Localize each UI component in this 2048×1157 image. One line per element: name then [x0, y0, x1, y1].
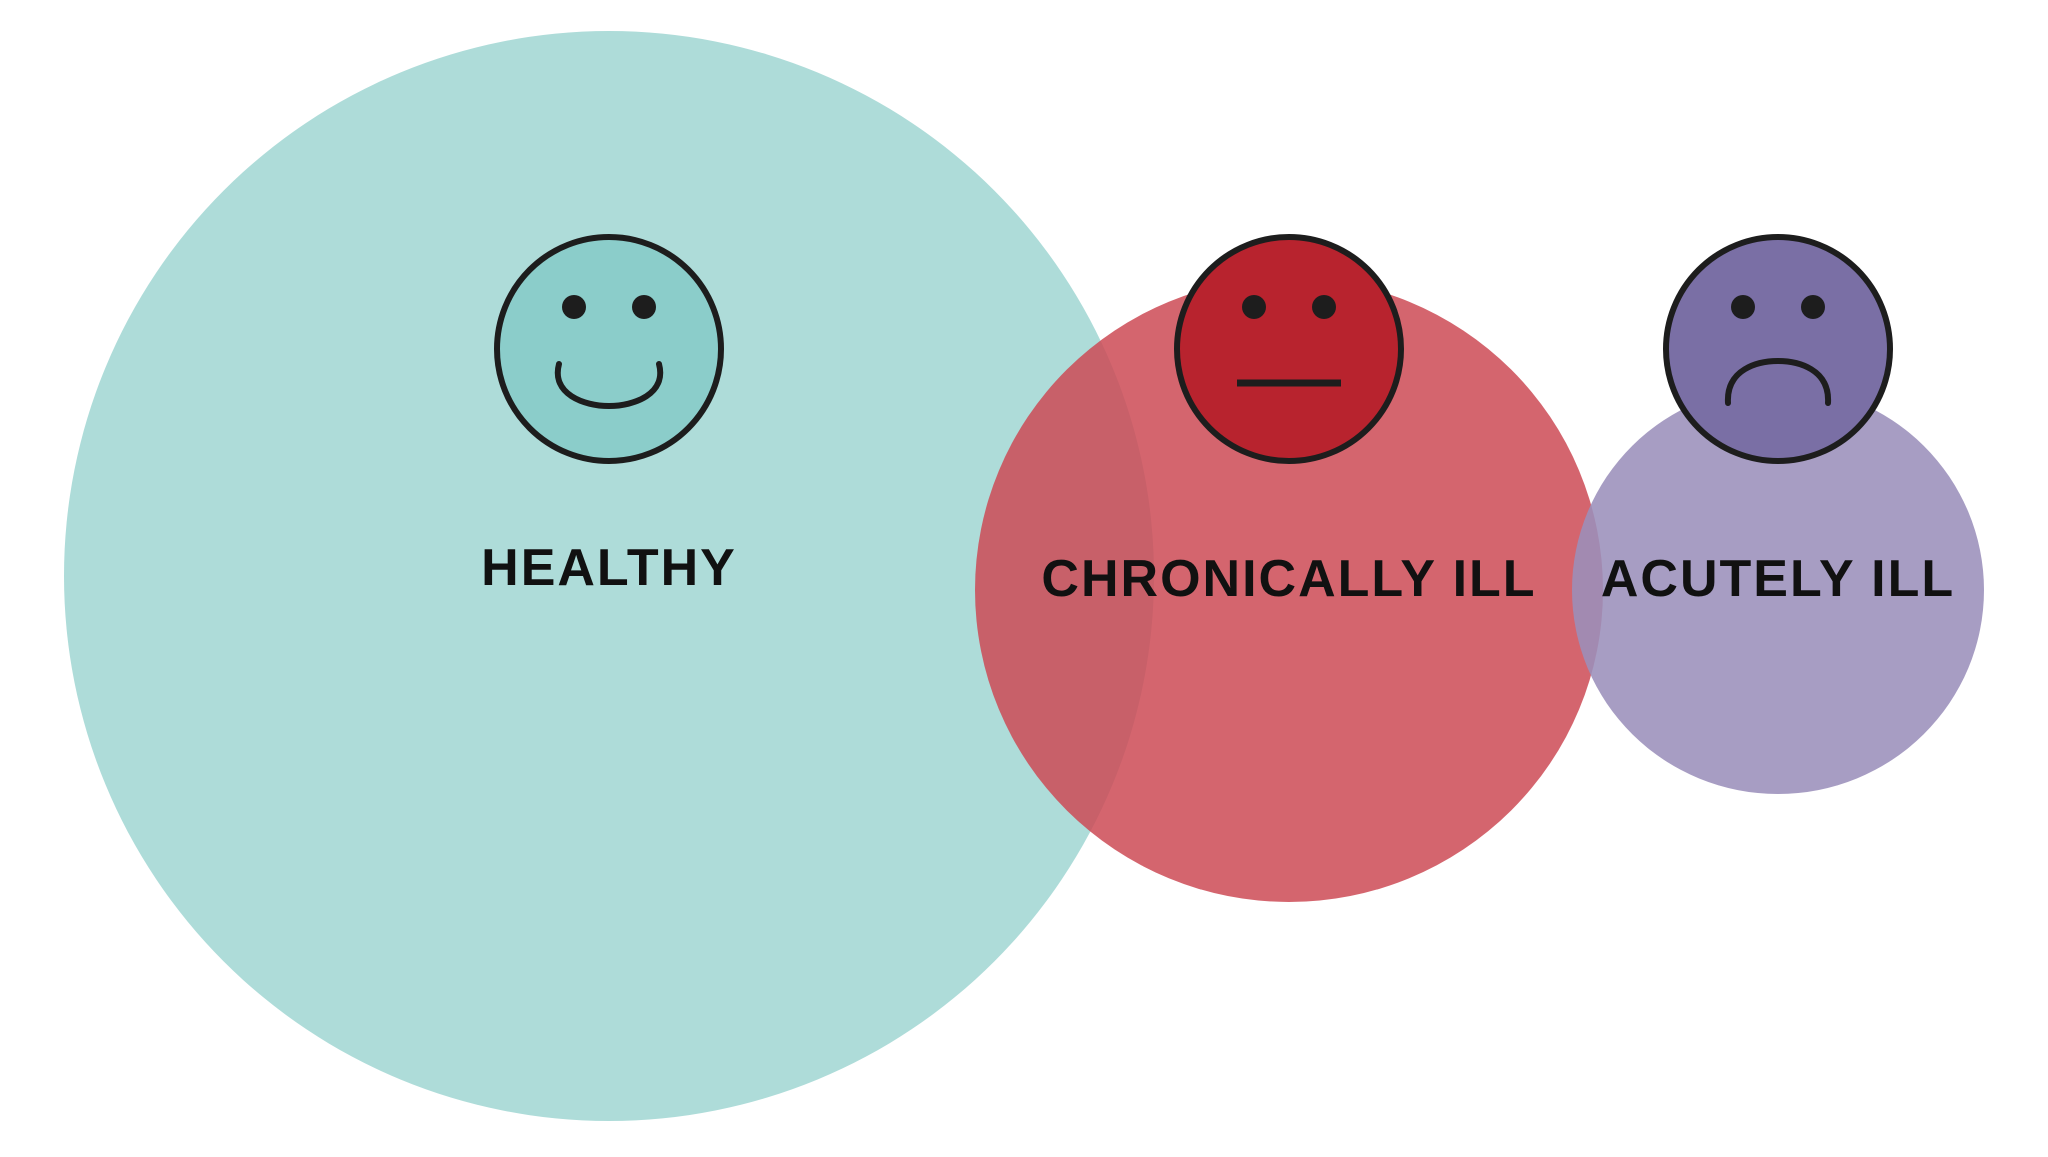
chronically-ill-circle — [975, 278, 1603, 902]
smiling-face-icon — [494, 234, 724, 464]
healthy-face — [494, 234, 724, 464]
healthy-label: HEALTHY — [481, 539, 737, 597]
neutral-face-icon — [1174, 234, 1404, 464]
chronically-ill-face — [1174, 234, 1404, 464]
acutely-ill-label: ACUTELY ILL — [1601, 550, 1955, 608]
chronically-ill-label: CHRONICALLY ILL — [1041, 550, 1536, 608]
acutely-ill-face — [1663, 234, 1893, 464]
sad-face-icon — [1663, 234, 1893, 464]
healthy-circle — [64, 31, 1154, 1121]
acutely-ill-circle — [1572, 386, 1984, 794]
population-circles — [64, 31, 1984, 1121]
